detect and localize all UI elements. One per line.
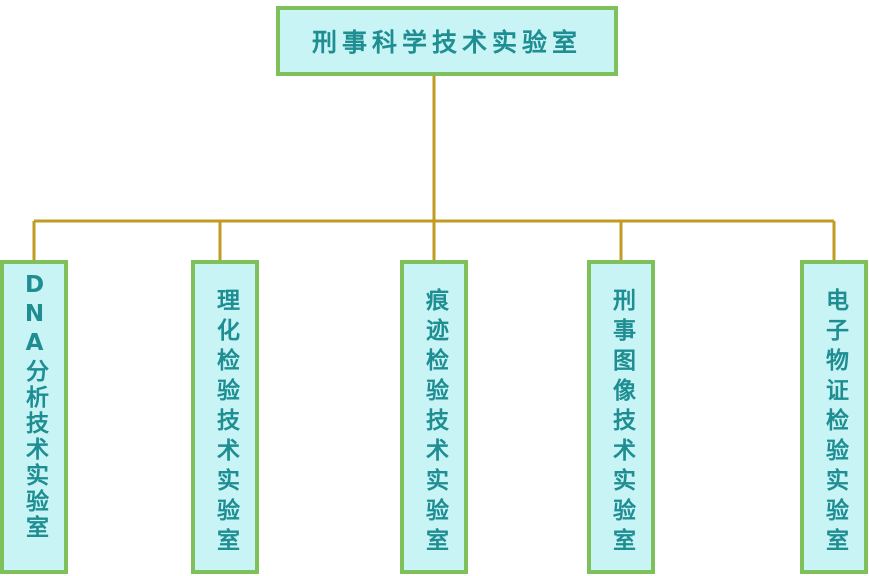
child-node-dna-lab: DNA分析技术实验室 [0,260,68,574]
child-node-label: DNA分析技术实验室 [21,272,48,541]
child-node-electronic-evidence-lab: 电子物证检验实验室 [800,260,868,574]
child-node-physchem-lab: 理化检验技术实验室 [191,260,259,574]
root-node-label: 刑事科学技术实验室 [311,28,582,57]
child-node-label: 理化检验技术实验室 [212,288,239,558]
child-node-trace-lab: 痕迹检验技术实验室 [400,260,468,574]
child-node-image-lab: 刑事图像技术实验室 [587,260,655,574]
root-node-forensic-lab: 刑事科学技术实验室 [276,6,618,76]
child-node-label: 痕迹检验技术实验室 [421,288,448,558]
child-node-label: 电子物证检验实验室 [821,288,848,558]
child-node-label: 刑事图像技术实验室 [608,288,635,558]
